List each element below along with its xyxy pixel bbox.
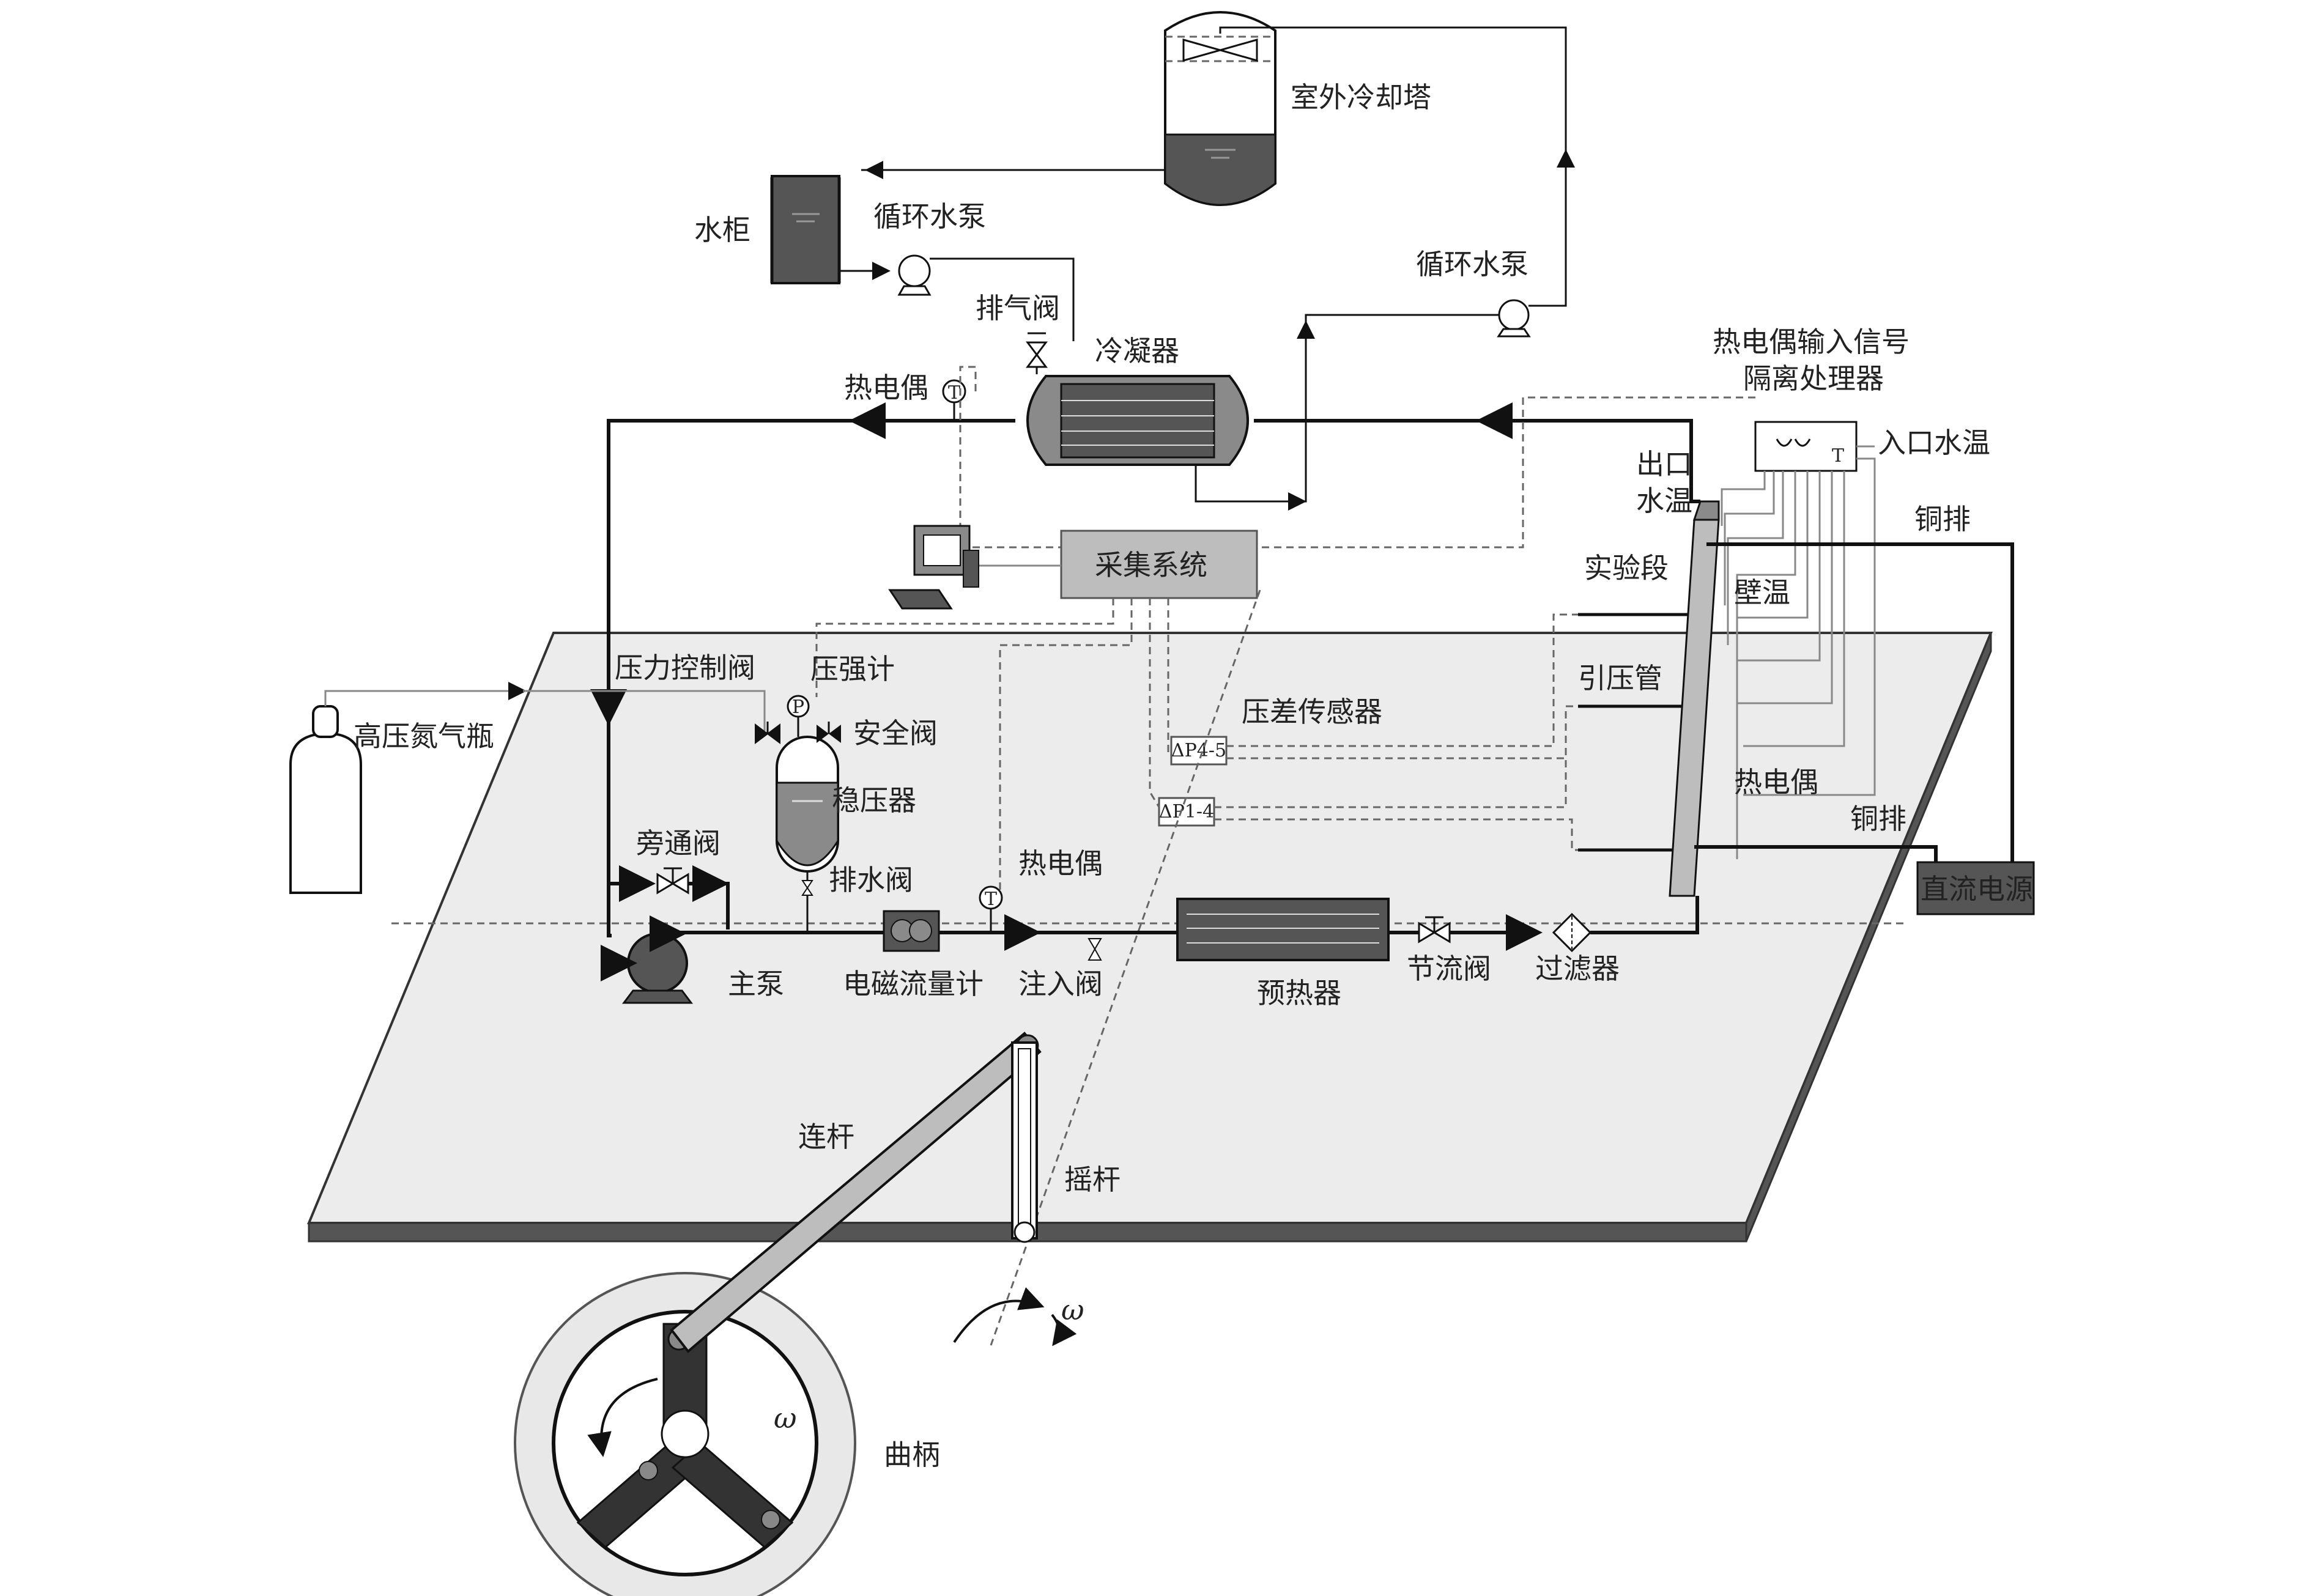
isolator-box: T [1754, 421, 1858, 472]
injection-valve-label: 注入阀 [1018, 967, 1103, 1000]
impulse-tubes [1578, 613, 1688, 852]
rocker [1011, 1041, 1038, 1243]
thermocouple-right-label: 热电偶 [1734, 766, 1818, 799]
flowmeter-label: 电磁流量计 [843, 967, 984, 1000]
safety-valve-label: 安全阀 [853, 717, 938, 750]
svg-text:T: T [948, 382, 960, 404]
thermometer-mid-icon: T [979, 885, 1003, 910]
outlet-label-1: 出口 [1636, 448, 1692, 481]
throttle-valve-icon [1418, 916, 1451, 944]
omega-crank-label: ω [774, 1402, 797, 1435]
pressure-gauge-icon: P [787, 695, 810, 718]
filter-icon [1552, 912, 1592, 953]
dp-sensor-14: ΔP1-4 [1158, 797, 1215, 827]
cooling-tower [1164, 11, 1276, 206]
thermometer-icon: T [942, 379, 966, 421]
isolator-signal-lines [1721, 457, 1876, 859]
computer-icon [888, 525, 979, 610]
impulse-tube-label: 引压管 [1578, 662, 1662, 695]
water-tank [770, 175, 841, 284]
safety-valve-icon [817, 722, 841, 743]
diff-sensor-label: 压差传感器 [1242, 695, 1382, 728]
dp-sensor-45: ΔP4-5 [1170, 736, 1228, 766]
svg-text:T: T [1832, 445, 1844, 467]
cooling-tower-label: 室外冷却塔 [1291, 81, 1431, 114]
acquisition-system [1060, 530, 1258, 599]
outlet-label-2: 水温 [1636, 484, 1692, 517]
main-pump-label: 主泵 [728, 967, 784, 1000]
pressure-control-valve-label: 压力控制阀 [615, 651, 755, 684]
thermocouple-top-label: 热电偶 [844, 371, 928, 404]
vent-valve-icon [1026, 332, 1048, 374]
svg-text:P: P [792, 696, 804, 718]
nitrogen-label: 高压氮气瓶 [354, 720, 494, 753]
svg-text:T: T [985, 889, 997, 910]
pressurizer [776, 736, 839, 873]
isolator-label-1: 热电偶输入信号 [1713, 325, 1910, 358]
pressure-gauge-label: 压强计 [810, 652, 895, 685]
water-tank-label: 水柜 [694, 213, 750, 246]
fan-icon [1182, 39, 1258, 62]
omega-rocker-label: ω [1061, 1293, 1084, 1326]
bypass-valve-label: 旁通阀 [636, 827, 721, 860]
vent-valve-label: 排气阀 [976, 292, 1060, 325]
dc-power-label: 直流电源 [1921, 873, 2033, 906]
circulation-pump-left [897, 254, 932, 296]
wall-temp-label: 壁温 [1734, 576, 1790, 609]
copper-bar-top-label: 铜排 [1914, 503, 1971, 536]
acquisition-label: 采集系统 [1095, 549, 1207, 582]
isolator-label-2: 隔离处理器 [1743, 362, 1884, 395]
pressure-control-valve-icon [755, 722, 780, 744]
platform [307, 632, 1993, 1243]
thermocouple-mid-label: 热电偶 [1018, 847, 1103, 880]
pump-left-label: 循环水泵 [873, 200, 986, 233]
test-section-label: 实验段 [1584, 552, 1669, 585]
drain-valve-icon [801, 880, 813, 896]
pump-right-label: 循环水泵 [1416, 248, 1528, 281]
nitrogen-bottle [289, 705, 362, 894]
injection-valve-icon [1087, 931, 1102, 961]
main-pump [622, 933, 693, 1004]
drain-valve-label: 排水阀 [829, 863, 913, 896]
rocker-label: 摇杆 [1064, 1163, 1121, 1196]
filter-label: 过滤器 [1535, 952, 1620, 985]
crank-wheel [514, 1272, 856, 1596]
pressurizer-label: 稳压器 [832, 784, 916, 817]
svg-text:ΔP4-5: ΔP4-5 [1171, 740, 1226, 761]
inlet-water-temp-label: 入口水温 [1878, 426, 1990, 459]
preheater-label: 预热器 [1257, 977, 1341, 1010]
circulation-pump-right [1497, 299, 1531, 338]
crank-label: 曲柄 [884, 1438, 940, 1471]
dc-power-supply [1916, 861, 2035, 915]
condenser-label: 冷凝器 [1095, 334, 1179, 368]
connecting-rod-label: 连杆 [798, 1120, 854, 1153]
flowmeter-icon [883, 910, 940, 952]
test-section [1669, 500, 1720, 897]
throttle-valve-label: 节流阀 [1407, 952, 1491, 985]
copper-bar-bottom-label: 铜排 [1850, 802, 1906, 835]
preheater [1176, 898, 1390, 961]
condenser [1026, 375, 1249, 466]
svg-text:ΔP1-4: ΔP1-4 [1159, 801, 1214, 822]
